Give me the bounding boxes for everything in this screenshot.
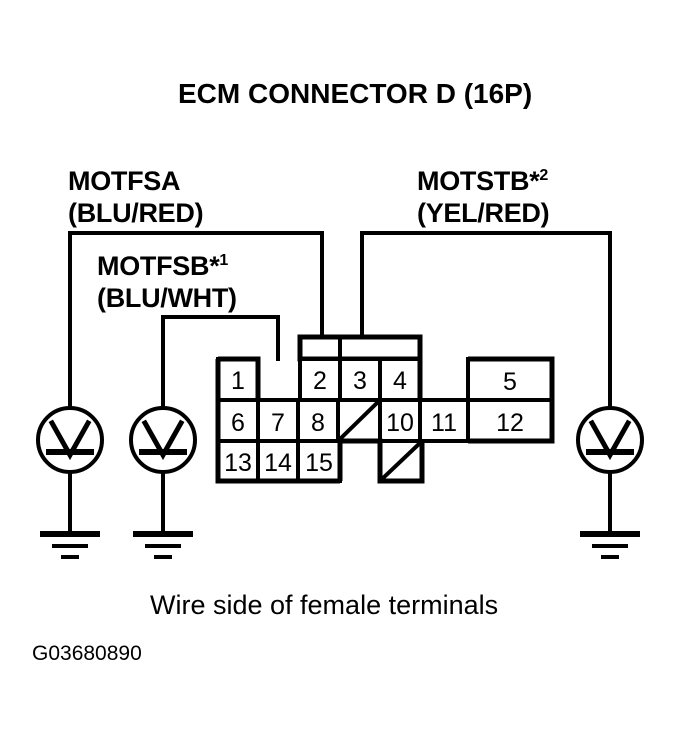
- pin-number-14: 14: [264, 449, 292, 477]
- footnote-mark-motstb: *: [529, 166, 540, 196]
- pin-number-2: 2: [313, 367, 327, 395]
- blank-pin-slash-16: [379, 440, 423, 482]
- pin-number-7: 7: [271, 409, 285, 437]
- voltmeter-circle: [129, 406, 197, 474]
- test-point-motfsa: [36, 406, 104, 559]
- test-point-motfsb: [129, 406, 197, 559]
- pin-number-8: 8: [311, 409, 325, 437]
- pin-number-12: 12: [496, 409, 524, 437]
- pin-number-3: 3: [353, 367, 367, 395]
- signal-label-motfsa-name: MOTFSA: [68, 166, 180, 196]
- pin-number-10: 10: [386, 409, 414, 437]
- signal-label-motfsa-color: (BLU/RED): [68, 198, 203, 228]
- signal-label-motfsb-name: MOTFSB*1: [97, 251, 228, 281]
- pin-number-4: 4: [393, 367, 407, 395]
- pin-number-15: 15: [305, 449, 333, 477]
- figure-title: ECM CONNECTOR D (16P): [178, 78, 532, 109]
- pin-cell-10: [378, 398, 422, 443]
- connector-outline-right-block: [468, 356, 555, 444]
- blank-pin-slash-9: [337, 399, 381, 442]
- voltmeter-circle: [36, 406, 104, 474]
- pin-cell-11: [418, 398, 470, 443]
- footnote-sup-motfsb: 1: [219, 252, 228, 269]
- test-point-motstb: [576, 406, 644, 559]
- connector-outline-bottom-step: [337, 438, 425, 484]
- wire-motfsb: [161, 315, 280, 410]
- figure-caption: Wire side of female terminals: [150, 590, 498, 620]
- connector-shroud: [297, 334, 423, 362]
- pin-number-13: 13: [224, 449, 252, 477]
- figure-id: G03680890: [32, 642, 142, 665]
- pin-number-5: 5: [503, 368, 517, 396]
- footnote-sup-motstb: 2: [539, 167, 548, 184]
- voltmeter-circle: [576, 406, 644, 474]
- signal-label-motfsb-color: (BLU/WHT): [97, 283, 237, 313]
- pin-number-1: 1: [231, 367, 245, 395]
- wire-motstb: [360, 231, 612, 410]
- signal-label-motstb-color: (YEL/RED): [417, 198, 549, 228]
- pin-number-11: 11: [431, 409, 457, 437]
- connector-outline-left-bottom: [215, 359, 340, 484]
- footnote-mark-motfsb: *: [209, 251, 220, 281]
- signal-label-motstb-name: MOTSTB*2: [417, 166, 548, 196]
- connector-outline-top-left: [218, 356, 261, 400]
- pin-number-6: 6: [231, 409, 245, 437]
- wire-motfsa: [68, 231, 324, 410]
